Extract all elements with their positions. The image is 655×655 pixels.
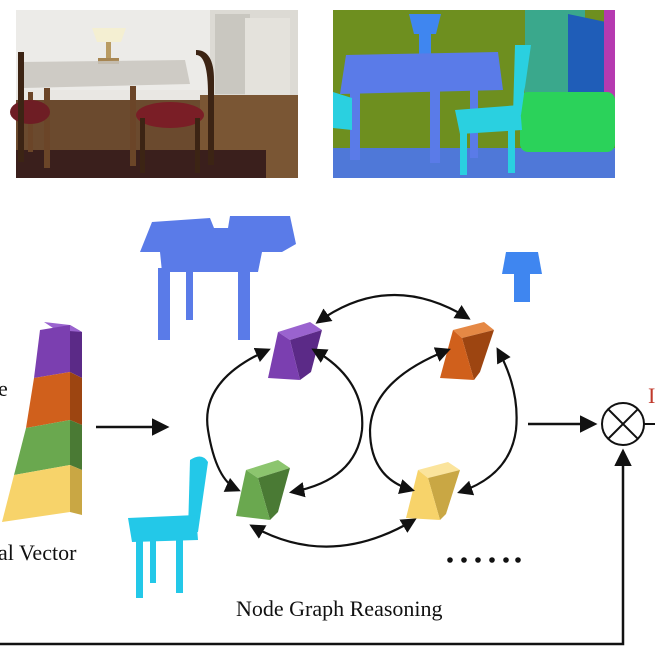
vector-caption: al Vector <box>0 540 77 565</box>
edge-green-yellow <box>249 518 417 548</box>
skip-connection-arrow <box>0 448 632 646</box>
segmentation-map <box>333 10 615 178</box>
lamp-silhouette <box>502 252 542 302</box>
circled-times-icon <box>601 402 645 446</box>
right-cut-label: I <box>648 383 655 408</box>
graph-caption: Node Graph Reasoning <box>236 596 443 621</box>
edge-orange-yellow-right <box>457 347 518 496</box>
ellipsis-dots <box>447 557 521 563</box>
feature-vector-stack <box>2 322 82 522</box>
chair-silhouette <box>128 456 208 598</box>
edge-purple-orange <box>315 293 471 324</box>
table-silhouette <box>140 216 296 340</box>
vector-segment-green <box>14 420 70 475</box>
left-cut-label: e <box>0 376 8 401</box>
edge-purple-green-left <box>206 347 271 492</box>
vector-segment-purple <box>34 325 70 378</box>
vector-segment-yellow <box>2 465 70 522</box>
photo-dining-room <box>10 10 298 178</box>
vector-segment-orange <box>26 372 70 428</box>
node-green <box>236 460 290 520</box>
edge-purple-green-right <box>288 348 364 498</box>
node-yellow <box>406 462 460 520</box>
edge-orange-yellow-left <box>368 347 451 495</box>
graph-edges <box>206 293 518 548</box>
